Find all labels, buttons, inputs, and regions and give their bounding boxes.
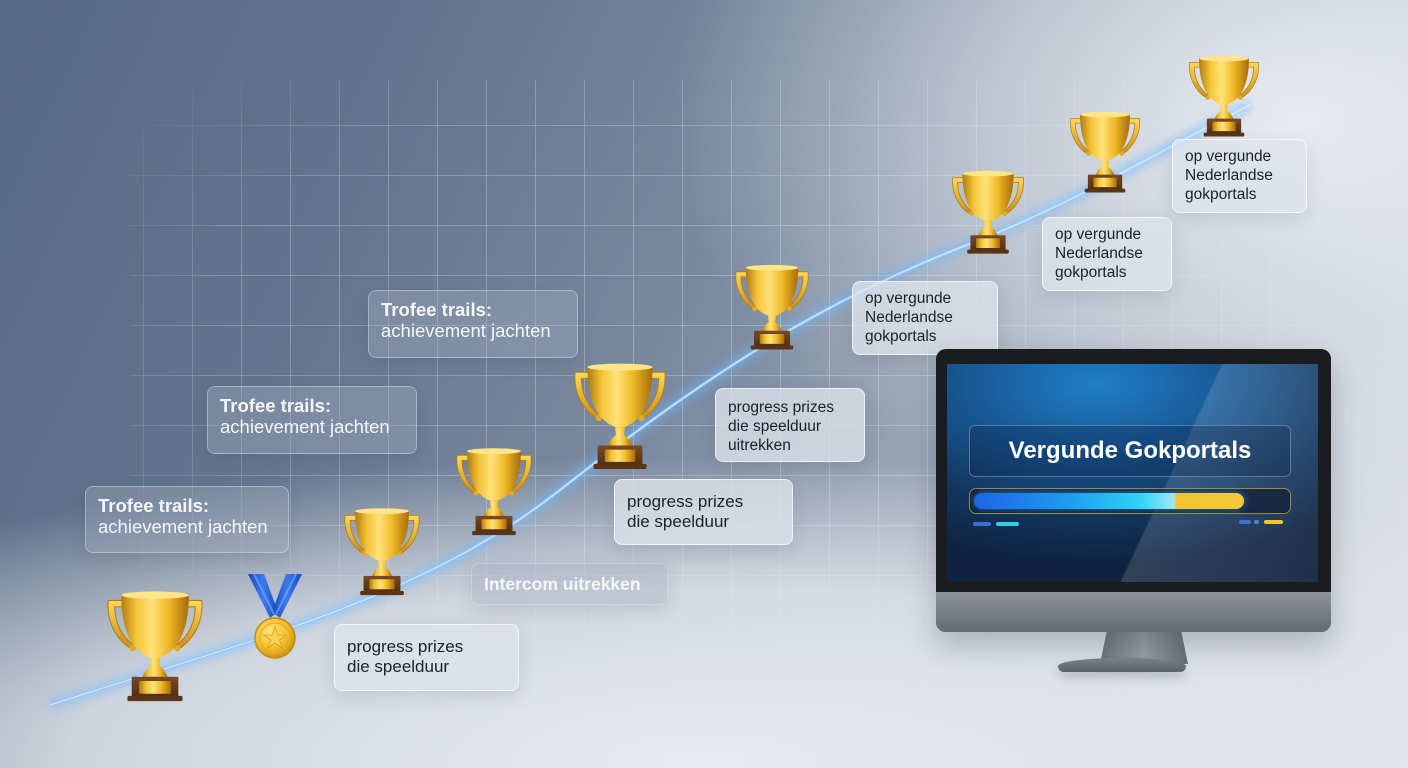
indicator-pill — [996, 522, 1019, 526]
label-heading: Trofee trails: — [98, 495, 210, 516]
label-card-vergunde-3: op vergunde Nederlandse gokportals — [1172, 139, 1307, 213]
medal-icon — [248, 574, 302, 659]
label-text: Nederlandse — [1055, 245, 1143, 262]
label-card-trofee-trails-1: Trofee trails: achievement jachten — [85, 486, 289, 553]
monitor-title-box: Vergunde Gokportals — [969, 425, 1291, 477]
label-text: Intercom uitrekken — [484, 574, 641, 594]
label-text: progress prizes — [347, 637, 464, 656]
label-heading: Trofee trails: — [220, 395, 332, 416]
monitor: Vergunde Gokportals — [936, 349, 1331, 632]
trophy-icon — [1066, 109, 1144, 195]
monitor-stand-base — [1058, 658, 1186, 672]
label-text: die speelduur — [627, 512, 730, 531]
trophy-icon — [102, 587, 208, 705]
label-text: op vergunde — [1055, 226, 1142, 243]
trophy-icon — [948, 168, 1028, 256]
monitor-chin — [936, 592, 1331, 632]
indicator-pill — [1239, 520, 1251, 524]
label-card-progress-prizes-2: progress prizes die speelduur — [614, 479, 793, 545]
trophy-icon — [569, 360, 671, 472]
label-text: die speelduur — [728, 418, 822, 435]
label-text: achievement jachten — [381, 320, 551, 341]
label-text: die speelduur — [347, 657, 450, 676]
label-text: achievement jachten — [220, 416, 390, 437]
label-card-vergunde-2: op vergunde Nederlandse gokportals — [1042, 217, 1172, 291]
label-text: uitrekken — [728, 437, 791, 454]
label-text: gokportals — [865, 328, 937, 345]
label-card-intercom: Intercom uitrekken — [471, 563, 668, 605]
trophy-icon — [1185, 53, 1263, 139]
label-text: op vergunde — [865, 290, 952, 307]
indicator-pill — [1254, 520, 1259, 524]
label-text: gokportals — [1185, 186, 1257, 203]
label-card-trofee-trails-3: Trofee trails: achievement jachten — [368, 290, 578, 358]
label-heading: Trofee trails: — [381, 299, 493, 320]
label-text: gokportals — [1055, 264, 1127, 281]
label-card-progress-prizes-1: progress prizes die speelduur — [334, 624, 519, 691]
label-text: achievement jachten — [98, 516, 268, 537]
label-text: Nederlandse — [865, 309, 953, 326]
progress-bar — [969, 488, 1291, 514]
progress-bar-fill — [974, 493, 1244, 509]
trophy-icon — [731, 262, 813, 352]
monitor-screen: Vergunde Gokportals — [947, 364, 1318, 582]
monitor-title: Vergunde Gokportals — [1008, 437, 1252, 464]
label-card-vergunde-1: op vergunde Nederlandse gokportals — [852, 281, 998, 355]
label-text: op vergunde — [1185, 148, 1272, 165]
indicator-pill — [1264, 520, 1283, 524]
label-text: progress prizes — [627, 492, 744, 511]
label-card-trofee-trails-2: Trofee trails: achievement jachten — [207, 386, 417, 454]
label-card-progress-prizes-3: progress prizes die speelduur uitrekken — [715, 388, 865, 462]
label-text: Nederlandse — [1185, 167, 1273, 184]
trophy-icon — [340, 505, 424, 598]
trophy-icon — [452, 445, 536, 538]
indicator-pill — [973, 522, 991, 526]
label-text: progress prizes — [728, 399, 834, 416]
